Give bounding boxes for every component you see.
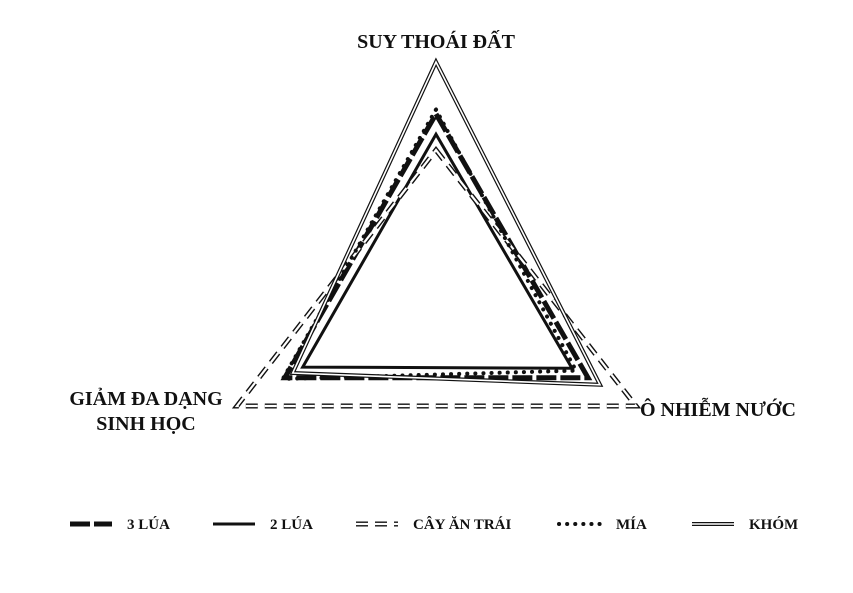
legend-label: KHÓM: [749, 516, 798, 533]
legend-item: 3 LÚA: [70, 516, 170, 533]
axis-label-top: SUY THOÁI ĐẤT: [357, 29, 515, 53]
legend-item: 2 LÚA: [213, 516, 313, 533]
series-polygon-5: [289, 57, 604, 387]
axis-label-right: Ô NHIỄM NƯỚC: [640, 396, 796, 421]
legend-label: 3 LÚA: [127, 516, 170, 533]
legend-label: 2 LÚA: [270, 516, 313, 533]
series-polygons: [231, 57, 642, 409]
series-polygon-4: [279, 105, 580, 381]
legend-item: MÍA: [557, 516, 647, 533]
legend-item: KHÓM: [692, 516, 798, 533]
legend: 3 LÚA 2 LÚA CÂY ĂN TRÁI MÍA KHÓM: [70, 516, 798, 533]
legend-item: CÂY ĂN TRÁI: [356, 516, 512, 533]
legend-label: CÂY ĂN TRÁI: [413, 516, 512, 533]
series-polygon-2: [300, 131, 575, 370]
axis-labels: SUY THOÁI ĐẤT Ô NHIỄM NƯỚC GIẢM ĐA DẠNG …: [69, 29, 796, 435]
axis-label-left-line1: GIẢM ĐA DẠNG: [69, 387, 223, 410]
axis-label-left-line2: SINH HỌC: [96, 413, 195, 435]
legend-label: MÍA: [616, 516, 647, 533]
